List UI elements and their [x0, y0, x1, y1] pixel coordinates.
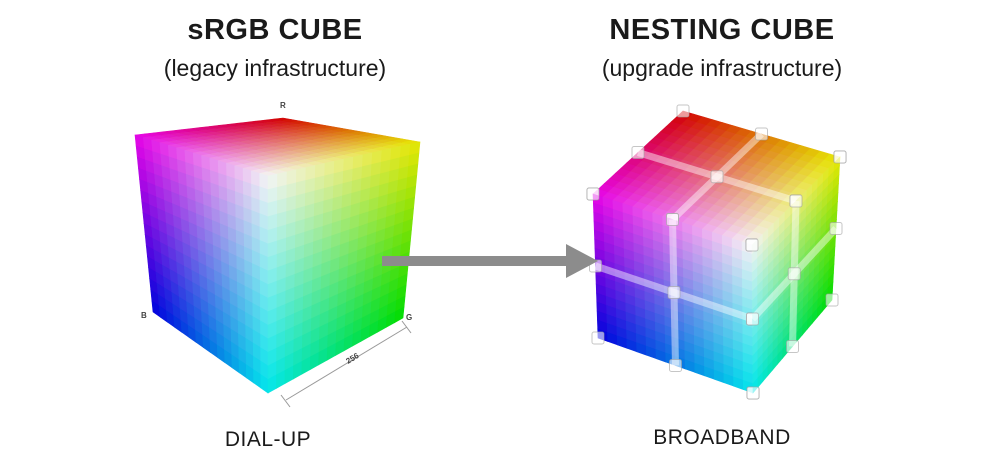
nesting-node	[833, 150, 847, 164]
nesting-node	[586, 187, 600, 201]
left-face	[134, 134, 269, 394]
broadband-caption: BROADBAND	[653, 426, 791, 449]
nesting-node	[786, 340, 799, 353]
nesting-cube-subtitle: (upgrade infrastructure)	[601, 55, 843, 81]
nesting-node	[755, 127, 768, 141]
arrow-head-icon	[566, 244, 598, 278]
nesting-node	[666, 213, 679, 226]
nesting-node	[631, 146, 645, 159]
nesting-node	[710, 170, 724, 184]
color-cell	[267, 173, 278, 190]
nesting-node	[829, 222, 843, 235]
color-cell	[286, 169, 297, 186]
nesting-node	[591, 331, 605, 345]
srgb-cube-title: sRGB CUBE	[187, 14, 363, 46]
nesting-node	[746, 312, 759, 326]
srgb-cube-subtitle: (legacy infrastructure)	[163, 55, 387, 81]
color-cell	[277, 171, 288, 188]
nesting-cube-title: NESTING CUBE	[609, 14, 835, 46]
nesting-node	[676, 104, 690, 118]
dimension-tick	[401, 320, 412, 334]
nesting-node	[787, 267, 801, 281]
color-cell	[394, 306, 405, 324]
axis-label-g: G	[406, 313, 412, 322]
srgb-cube	[134, 117, 421, 394]
axis-label-b: B	[141, 311, 147, 320]
nesting-node	[667, 286, 681, 299]
dial-up-caption: DIAL-UP	[224, 428, 312, 451]
arrow	[382, 244, 598, 278]
dimension-label: 256	[344, 351, 361, 366]
top-face	[586, 104, 847, 252]
dimension-line	[285, 326, 408, 401]
arrow-shaft	[382, 256, 572, 266]
right-face	[267, 141, 421, 394]
nesting-node	[789, 194, 803, 208]
left-face	[586, 187, 760, 400]
nesting-node	[669, 359, 682, 372]
nesting-cube	[586, 104, 847, 400]
dimension-tick	[280, 394, 291, 408]
right-face	[745, 150, 847, 400]
nesting-node	[745, 238, 759, 252]
nesting-node	[825, 293, 839, 307]
axis-label-r: R	[280, 101, 286, 110]
top-face	[134, 117, 421, 177]
nesting-node	[746, 386, 760, 400]
